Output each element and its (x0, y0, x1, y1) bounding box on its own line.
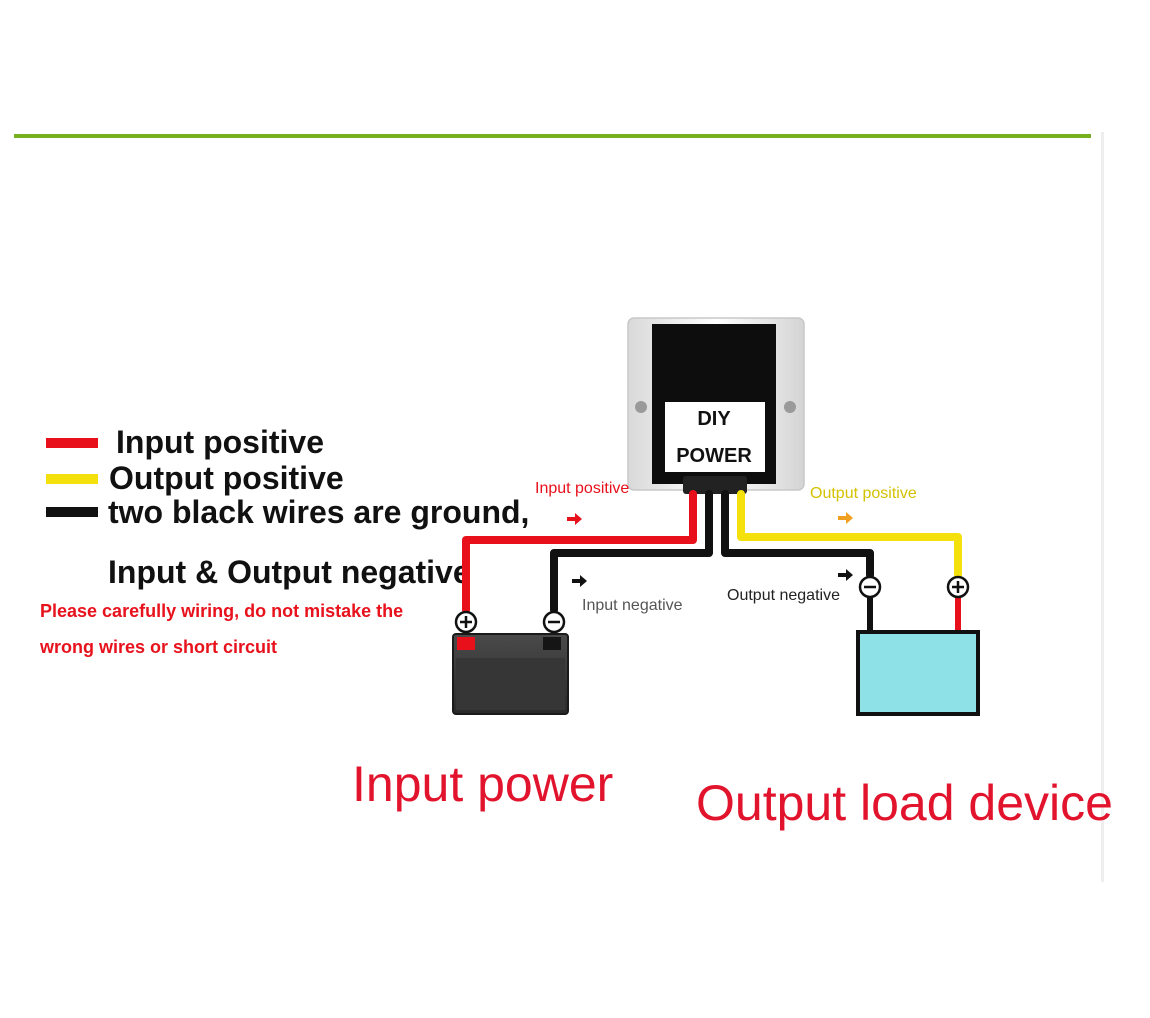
battery (452, 633, 569, 715)
output-negative-wire (721, 490, 874, 579)
arrow-right-icon (838, 512, 853, 524)
wire-label-output-positive: Output positive (810, 485, 917, 502)
arrows (567, 512, 853, 587)
battery-plus-terminal-icon (454, 610, 478, 634)
battery-positive-post (457, 637, 475, 650)
module-label-line-2: POWER (676, 445, 752, 467)
red-swatch (46, 438, 98, 448)
arrow-right-icon (838, 569, 853, 581)
module-label-line-1: DIY (697, 408, 731, 430)
input-positive-wire (462, 490, 697, 614)
input-negative-wire (550, 490, 713, 614)
warning-line-2: wrong wires or short circuit (40, 637, 278, 657)
wire-label-input-positive: Input positive (535, 480, 629, 497)
mount-hole-right-icon (784, 401, 796, 413)
green-divider (14, 134, 1091, 138)
load-plus-terminal-icon (946, 575, 970, 599)
caption-output-load: Output load device (696, 775, 1113, 831)
mount-hole-left-icon (635, 401, 647, 413)
arrow-right-icon (567, 513, 582, 525)
yellow-swatch (46, 474, 98, 484)
load-device (856, 630, 980, 716)
right-edge-line (1101, 132, 1104, 882)
wire-label-input-negative: Input negative (582, 597, 683, 614)
output-positive-wire (737, 490, 962, 579)
battery-negative-post (543, 637, 561, 650)
legend-output-positive-label: Output positive (109, 460, 344, 496)
cable-gland (683, 476, 747, 494)
module-label-plate (665, 402, 765, 472)
battery-minus-terminal-icon (542, 610, 566, 634)
black-swatch (46, 507, 98, 517)
legend-ground-label: two black wires are ground, (108, 494, 530, 530)
dc-converter-module: DIY POWER (627, 317, 805, 494)
wire-label-output-negative: Output negative (727, 587, 840, 604)
battery-front-panel (456, 658, 565, 710)
warning-line-1: Please carefully wiring, do not mistake … (40, 601, 404, 621)
arrow-right-icon (572, 575, 587, 587)
caption-input-power: Input power (352, 756, 614, 812)
terminals (454, 575, 970, 634)
legend-input-positive-label: Input positive (116, 424, 324, 460)
wires (462, 490, 962, 637)
legend-ground-label-2: Input & Output negative (108, 554, 471, 590)
load-minus-terminal-icon (858, 575, 882, 599)
